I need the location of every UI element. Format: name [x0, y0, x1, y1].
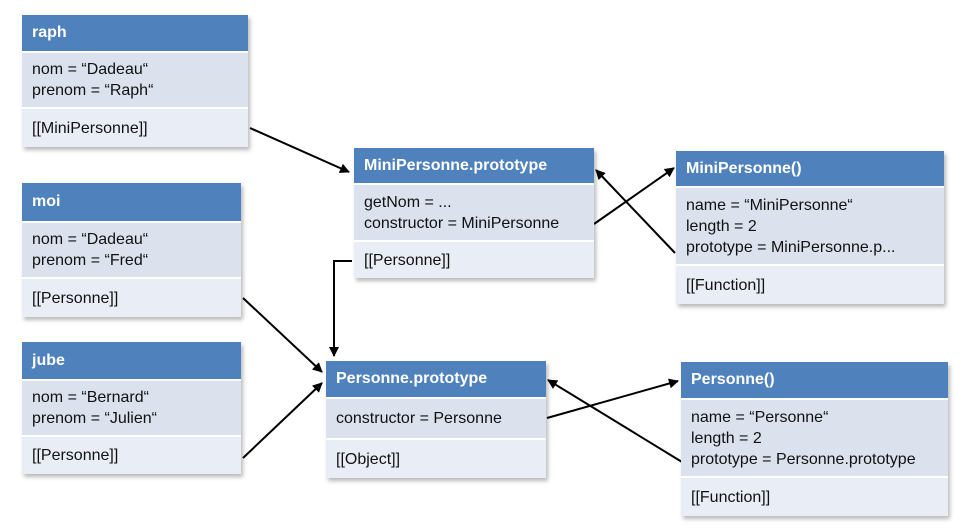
- arrow-moi-to-personne-prototype: [242, 297, 323, 373]
- property-constructor: constructor = MiniPersonne: [364, 214, 560, 232]
- object-jube-properties: nom = “Bernard“ prenom = “Julien“: [22, 381, 241, 437]
- object-minipersonne-prototype: MiniPersonne.prototype getNom = ... cons…: [354, 148, 594, 278]
- object-minipersonne-function-title: MiniPersonne(): [676, 151, 944, 188]
- object-minipersonne-prototype-properties: getNom = ... constructor = MiniPersonne: [354, 185, 594, 242]
- object-personne-function-properties: name = “Personne“ length = 2 prototype =…: [681, 400, 948, 478]
- arrow-minipersonne-function-to-minipersonne-prototype: [595, 169, 676, 254]
- property-length: length = 2: [691, 429, 762, 447]
- object-moi: moi nom = “Dadeau“ prenom = “Fred“ [[Per…: [22, 183, 241, 317]
- property-length: length = 2: [686, 217, 757, 235]
- property-name: name = “Personne“: [691, 408, 829, 426]
- property-prenom: prenom = “Raph“: [32, 82, 154, 99]
- property-nom: nom = “Dadeau“: [32, 231, 149, 248]
- arrow-minipersonne-prototype-to-personne-prototype: [329, 260, 352, 357]
- property-nom: nom = “Dadeau“: [32, 61, 149, 78]
- object-moi-properties: nom = “Dadeau“ prenom = “Fred“: [22, 223, 241, 279]
- object-raph-prototype-link: [[MiniPersonne]]: [22, 109, 248, 147]
- object-minipersonne-prototype-link: [[Personne]]: [354, 242, 594, 278]
- object-personne-prototype-title: Personne.prototype: [326, 361, 546, 399]
- arrow-jube-to-personne-prototype: [242, 382, 323, 459]
- object-personne-prototype-properties: constructor = Personne: [326, 399, 546, 440]
- object-minipersonne-prototype-title: MiniPersonne.prototype: [354, 148, 594, 185]
- arrow-personne-function-to-personne-prototype: [547, 379, 683, 463]
- object-jube: jube nom = “Bernard“ prenom = “Julien“ […: [22, 342, 241, 474]
- object-minipersonne-function: MiniPersonne() name = “MiniPersonne“ len…: [676, 151, 944, 304]
- property-prototype: prototype = MiniPersonne.p...: [686, 238, 896, 256]
- object-personne-prototype: Personne.prototype constructor = Personn…: [326, 361, 546, 478]
- property-nom: nom = “Bernard“: [32, 389, 149, 406]
- property-name: name = “MiniPersonne“: [686, 196, 853, 214]
- object-raph: raph nom = “Dadeau“ prenom = “Raph“ [[Mi…: [22, 15, 248, 147]
- object-jube-title: jube: [22, 342, 241, 381]
- object-jube-prototype-link: [[Personne]]: [22, 437, 241, 474]
- object-minipersonne-function-properties: name = “MiniPersonne“ length = 2 prototy…: [676, 188, 944, 266]
- property-getnom: getNom = ...: [364, 193, 452, 211]
- object-personne-function: Personne() name = “Personne“ length = 2 …: [681, 362, 948, 516]
- property-prototype: prototype = Personne.prototype: [691, 450, 916, 468]
- object-raph-title: raph: [22, 15, 248, 53]
- object-personne-prototype-link: [[Object]]: [326, 440, 546, 478]
- arrow-minipersonne-prototype-to-minipersonne-function: [593, 167, 675, 225]
- property-prenom: prenom = “Julien“: [32, 410, 157, 427]
- object-minipersonne-function-prototype-link: [[Function]]: [676, 266, 944, 304]
- object-moi-prototype-link: [[Personne]]: [22, 279, 241, 317]
- property-constructor: constructor = Personne: [336, 410, 502, 427]
- object-moi-title: moi: [22, 183, 241, 223]
- arrow-personne-prototype-to-personne-function: [546, 378, 679, 419]
- property-prenom: prenom = “Fred“: [32, 252, 149, 269]
- object-personne-function-title: Personne(): [681, 362, 948, 400]
- object-raph-properties: nom = “Dadeau“ prenom = “Raph“: [22, 53, 248, 109]
- object-personne-function-prototype-link: [[Function]]: [681, 478, 948, 516]
- arrow-raph-to-minipersonne-prototype: [249, 127, 350, 173]
